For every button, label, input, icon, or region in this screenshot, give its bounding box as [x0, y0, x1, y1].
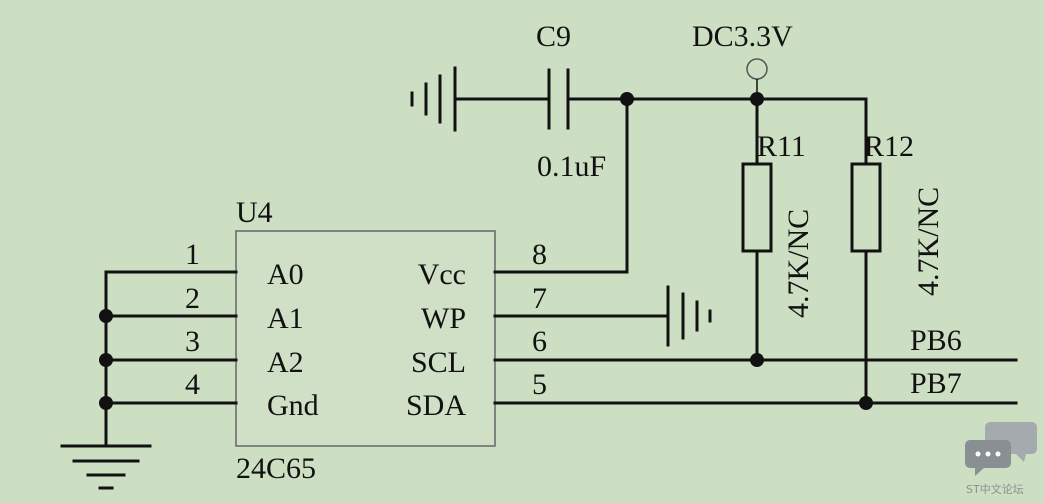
- chat-bubbles-icon: [965, 422, 1037, 476]
- pin-name: SDA: [406, 389, 466, 422]
- chip-designator: U4: [236, 196, 273, 229]
- resistor-value: 4.7K/NC: [782, 209, 815, 318]
- pin-number: 7: [532, 282, 547, 315]
- capacitor-c9: [453, 68, 868, 130]
- junction-dot: [99, 353, 113, 367]
- resistor-designator: R12: [864, 130, 914, 163]
- power-label: DC3.3V: [692, 20, 793, 53]
- pin-number: 3: [185, 325, 200, 358]
- left-pin-wires: [104, 270, 238, 447]
- net-label-scl: PB6: [910, 324, 962, 357]
- watermark-text: ST中文论坛: [966, 482, 1024, 496]
- resistor-designator: R11: [757, 130, 806, 163]
- junction-dot: [620, 92, 634, 106]
- resistor-r12: [850, 97, 882, 405]
- pin-number: 1: [185, 238, 200, 271]
- pin-name: WP: [421, 302, 466, 335]
- pin-name: Gnd: [267, 389, 319, 422]
- pin-number: 6: [532, 325, 547, 358]
- ground-symbol-cap: [410, 66, 457, 132]
- junction-dot: [99, 309, 113, 323]
- pin-name: SCL: [411, 346, 466, 379]
- pin-number: 2: [185, 282, 200, 315]
- resistor-r11: [741, 97, 773, 362]
- pin-number: 8: [532, 238, 547, 271]
- ground-symbol-chip: [60, 444, 152, 490]
- pin-name: Vcc: [418, 258, 466, 291]
- pin-number: 5: [532, 368, 547, 401]
- junction-dot: [99, 396, 113, 410]
- capacitor-value: 0.1uF: [537, 150, 606, 183]
- capacitor-designator: C9: [536, 20, 571, 53]
- pin-name: A1: [267, 302, 304, 335]
- net-label-sda: PB7: [910, 367, 962, 400]
- right-pin-wires: [493, 270, 1018, 405]
- resistor-value: 4.7K/NC: [912, 187, 945, 296]
- pin-name: A2: [267, 346, 304, 379]
- pin-number: 4: [185, 368, 200, 401]
- ground-symbol-wp: [666, 285, 712, 347]
- chip-body: [235, 230, 496, 447]
- pin-name: A0: [267, 258, 304, 291]
- chip-part-number: 24C65: [236, 452, 316, 485]
